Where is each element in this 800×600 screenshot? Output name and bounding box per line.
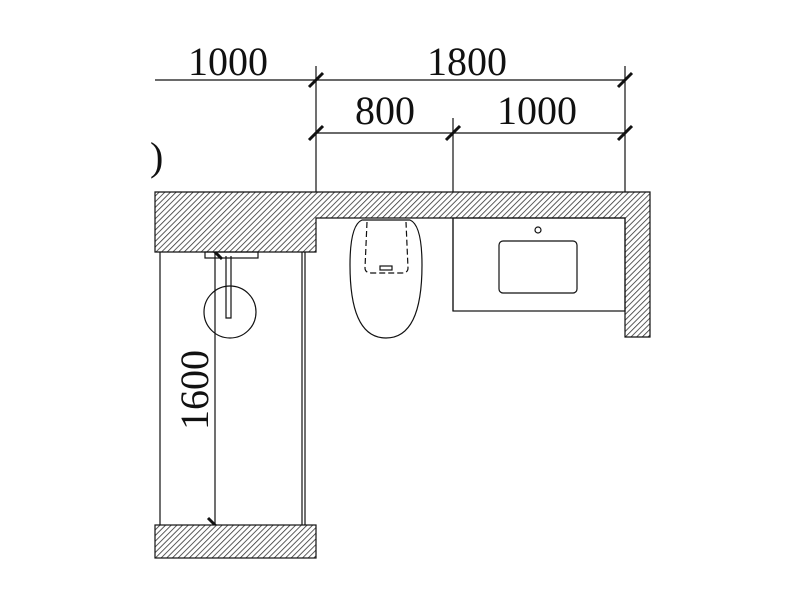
dimension-label-overall: 1800 (427, 39, 507, 84)
shower-head-icon (203, 285, 257, 339)
toilet-tank (364, 221, 409, 274)
dimension-label-shower-length: 1600 (172, 350, 217, 430)
vanity-counter (452, 217, 626, 312)
wall-bottom (154, 524, 317, 559)
dimension-label-vanity-bay: 1000 (497, 88, 577, 133)
shower-pipe (225, 256, 232, 319)
toilet-icon (349, 219, 423, 339)
dimension-label-cut-off: ) (150, 134, 163, 179)
dimension-tick (307, 71, 325, 89)
faucet-icon (534, 226, 542, 234)
dimension-label-top-left: 1000 (188, 39, 268, 84)
dimension-label-toilet-bay: 800 (355, 88, 415, 133)
dimension-tick (616, 124, 634, 142)
dimension-tick (307, 124, 325, 142)
wall-top (154, 191, 651, 338)
toilet-button (379, 265, 393, 271)
sink-basin-icon (498, 240, 578, 294)
dimension-tick (444, 124, 462, 142)
dimension-tick (616, 71, 634, 89)
